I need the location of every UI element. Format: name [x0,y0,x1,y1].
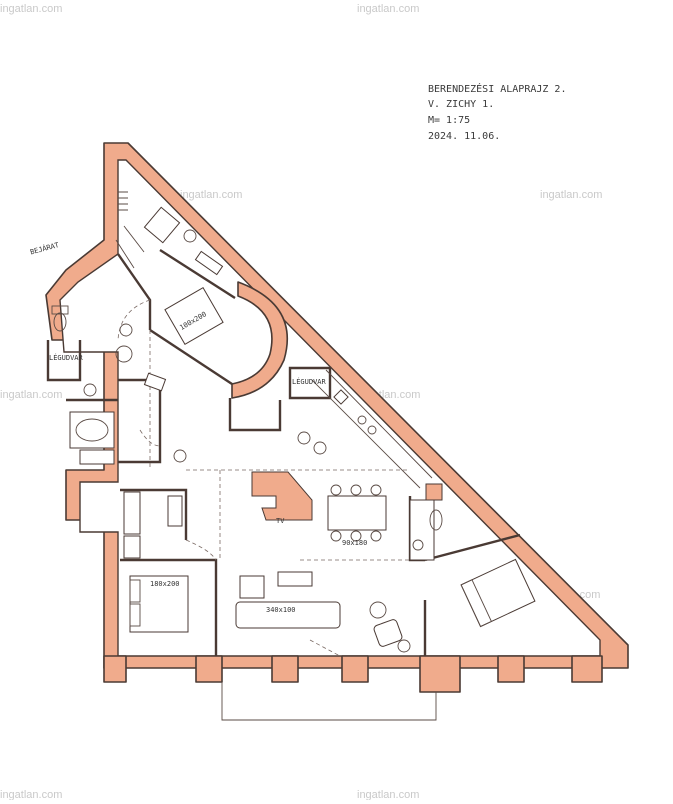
bed-right [460,558,536,628]
kitchen-island [251,471,313,521]
watermark-text: ingatlan.com [180,189,242,201]
dining-size-label: 90x180 [342,539,367,547]
circulation-lines [149,330,410,561]
bay-wall [231,281,289,399]
hall-furniture [115,323,187,463]
bed-top: 100x200 [164,286,224,346]
wardrobes [123,491,183,559]
kitchen-counter [297,369,433,489]
tv-label: TV [276,517,285,525]
watermark-text: ingatlan.com [540,189,602,201]
balcony [221,682,437,721]
title-block: BERENDEZÉSI ALAPRAJZ 2. V. ZICHY 1. M= 1… [428,82,566,142]
watermark-text: ingatlan.com [0,3,62,15]
armchairs [369,601,411,653]
watermark-text: ingatlan.com [357,3,419,15]
sofa: 340x100 [235,571,341,629]
plan-title: BERENDEZÉSI ALAPRAJZ 2. [428,82,566,95]
right-bathroom [409,483,443,561]
left-bathroom [69,383,115,465]
plan-date: 2024. 11.06. [428,131,500,142]
bed-left-size-label: 180x200 [150,580,180,588]
bed-left: 180x200 [129,575,189,633]
top-bedroom-furniture [143,206,224,276]
light-shaft-label: LÉGUDVAR [292,377,327,386]
window-piers [103,655,603,693]
floor-area [59,159,601,657]
entry-stairs [115,191,145,269]
plan-scale: M= 1:75 [428,115,470,126]
watermark-text: ingatlan.com [0,389,62,401]
watermark-text: ingatlan.com [357,789,419,800]
light-shaft-label: LÉGUDVAR [49,353,84,362]
watermark-text: ingatlan.com [0,789,62,800]
plan-address: V. ZICHY 1. [428,99,494,110]
entrance-label: BEJÁRAT [29,240,61,257]
dining-table: 90x180 [327,484,387,547]
entrance-wc [51,305,69,332]
sofa-size-label: 340x100 [266,606,296,614]
